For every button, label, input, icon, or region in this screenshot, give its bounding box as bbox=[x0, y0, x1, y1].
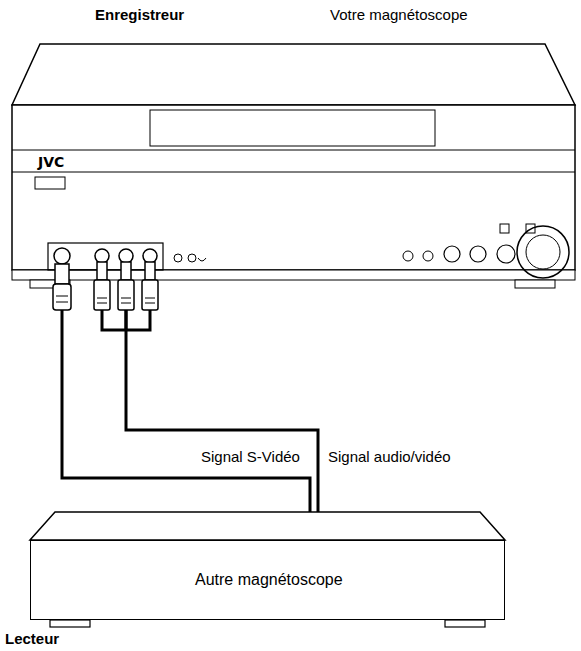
power-button bbox=[35, 177, 65, 189]
vcr-front bbox=[12, 105, 575, 270]
svideo-plug bbox=[55, 264, 69, 284]
signal-label: Signal audio/vidéo bbox=[326, 448, 453, 465]
player-vcr: Autre magnétoscopeLecteur bbox=[30, 540, 505, 620]
node-heading: Enregistreur bbox=[95, 6, 184, 23]
node-heading: Autre magnétoscope bbox=[195, 571, 343, 589]
rca-plugs bbox=[94, 262, 158, 310]
player-top bbox=[30, 512, 505, 540]
vcr-top bbox=[12, 44, 575, 105]
av-cable bbox=[126, 270, 318, 540]
cassette-slot bbox=[150, 110, 435, 146]
node-text: Lecteur bbox=[5, 630, 59, 647]
jog-dial bbox=[517, 226, 569, 278]
av-cable-merge bbox=[102, 310, 150, 330]
node-text: JVC bbox=[38, 154, 64, 170]
node-text: Votre magnétoscope bbox=[330, 6, 468, 23]
recorder-vcr: Enregistreur Votre magnétoscopeJVC bbox=[12, 0, 575, 270]
svideo-cable bbox=[62, 270, 310, 540]
signal-label: Signal S-Vidéo bbox=[199, 448, 302, 465]
